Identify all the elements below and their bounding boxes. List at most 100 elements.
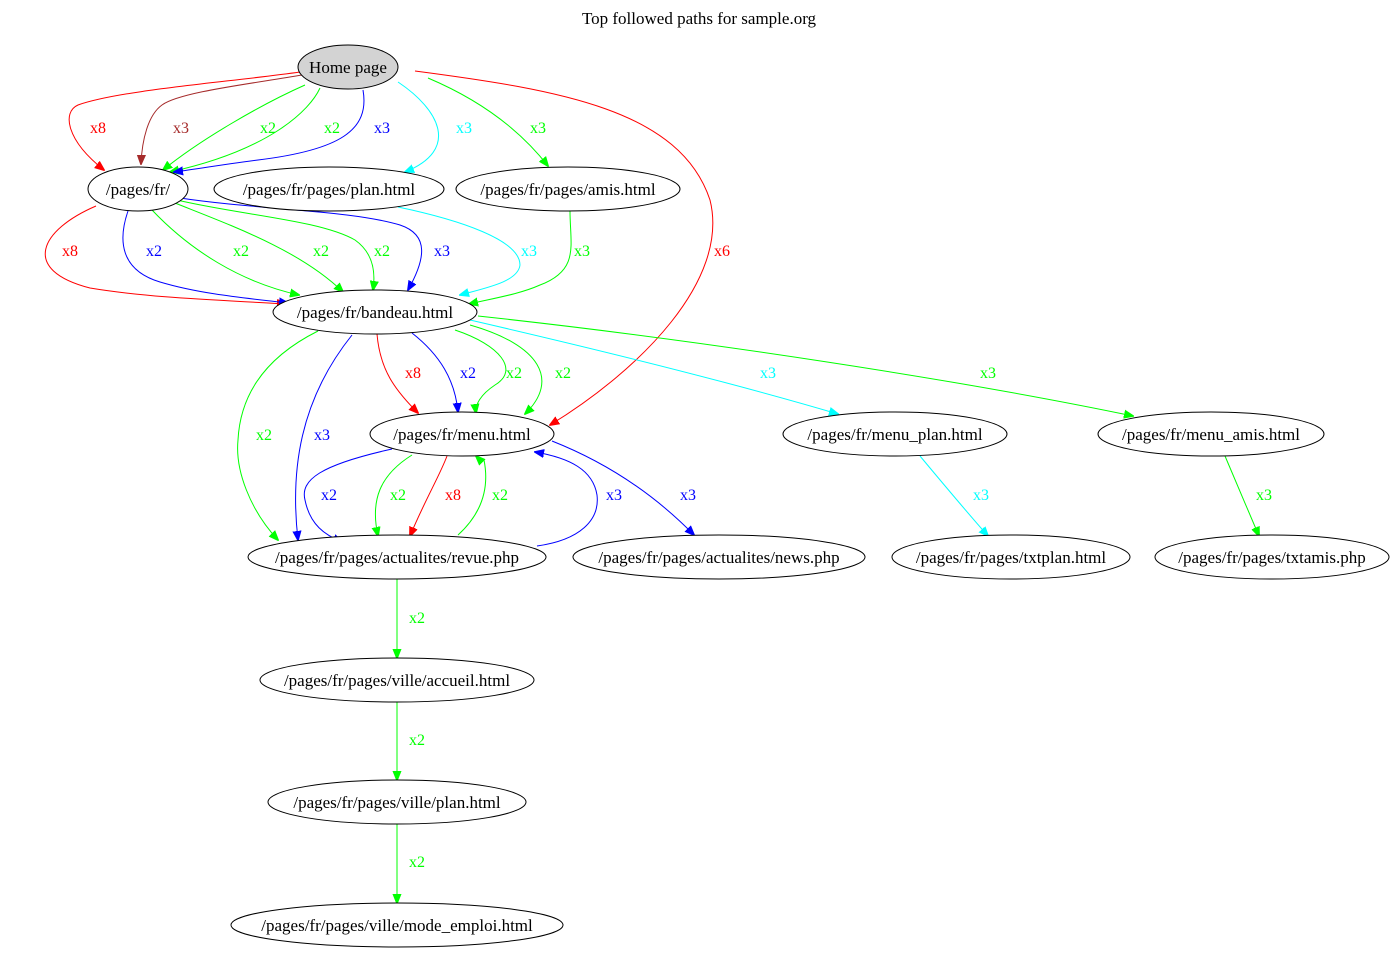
edge-home-to-plan: x3 xyxy=(397,81,472,172)
edge-count-label: x3 xyxy=(606,487,622,504)
edge-count-label: x6 xyxy=(714,243,730,260)
edge-bandeau-to-menu_amis: x3 xyxy=(477,315,1133,416)
edge-revue-to-accueil: x2 xyxy=(397,579,425,658)
edge-bandeau-to-revue: x2 xyxy=(237,330,319,540)
node-label: /pages/fr/menu_amis.html xyxy=(1122,425,1300,444)
edge-line xyxy=(174,89,365,172)
edge-plan-to-bandeau: x3 xyxy=(397,206,537,295)
edge-count-label: x2 xyxy=(313,243,329,260)
node-ellipse[interactable] xyxy=(87,166,189,212)
node-label: /pages/fr/ xyxy=(106,180,170,199)
node-txtamis[interactable]: /pages/fr/pages/txtamis.php xyxy=(1154,534,1390,580)
node-label: /pages/fr/pages/ville/mode_emploi.html xyxy=(261,916,533,935)
edge-fr-to-bandeau: x2 xyxy=(122,210,288,303)
node-label: /pages/fr/menu_plan.html xyxy=(807,425,982,444)
edge-line xyxy=(1224,455,1259,536)
edge-line xyxy=(397,81,439,172)
edge-count-label: x3 xyxy=(374,120,390,137)
node-home[interactable]: Home page xyxy=(297,44,399,90)
edge-fr-to-bandeau: x8 xyxy=(44,205,286,304)
edge-count-label: x3 xyxy=(314,427,330,444)
edge-count-label: x3 xyxy=(574,243,590,260)
node-menu[interactable]: /pages/fr/menu.html xyxy=(369,411,555,457)
edge-line xyxy=(411,332,458,412)
edge-count-label: x3 xyxy=(973,487,989,504)
edge-menu-to-revue: x8 xyxy=(410,455,461,536)
edge-home-to-amis: x3 xyxy=(427,77,548,166)
node-txtplan[interactable]: /pages/fr/pages/txtplan.html xyxy=(891,534,1131,580)
edge-line xyxy=(296,334,353,540)
edge-home-to-fr: x3 xyxy=(174,89,390,172)
edge-fr-to-bandeau: x2 xyxy=(174,202,343,292)
edge-bandeau-to-menu: x2 xyxy=(411,332,476,412)
node-ellipse[interactable] xyxy=(247,534,547,580)
node-ellipse[interactable] xyxy=(230,902,564,948)
edge-bandeau-to-menu: x2 xyxy=(469,324,571,414)
edge-count-label: x2 xyxy=(146,243,162,260)
node-label: /pages/fr/pages/ville/accueil.html xyxy=(284,671,510,690)
edge-line xyxy=(469,210,572,304)
edge-revue-to-menu: x2 xyxy=(457,456,508,536)
edge-line xyxy=(141,74,303,164)
edge-line xyxy=(469,319,838,414)
graph-title: Top followed paths for sample.org xyxy=(582,9,817,28)
node-label: /pages/fr/pages/actualites/news.php xyxy=(598,548,839,567)
node-ellipse[interactable] xyxy=(272,289,478,335)
node-ellipse[interactable] xyxy=(297,44,399,90)
edge-count-label: x3 xyxy=(456,120,472,137)
node-accueil[interactable]: /pages/fr/pages/ville/accueil.html xyxy=(259,657,535,703)
node-ellipse[interactable] xyxy=(213,166,445,212)
node-ellipse[interactable] xyxy=(259,657,535,703)
edge-home-to-fr: x2 xyxy=(163,84,306,170)
node-ellipse[interactable] xyxy=(267,779,527,825)
edge-count-label: x2 xyxy=(324,120,340,137)
edge-count-label: x2 xyxy=(492,487,508,504)
node-ellipse[interactable] xyxy=(1154,534,1390,580)
edge-fr-to-bandeau: x2 xyxy=(151,209,299,295)
node-label: /pages/fr/pages/plan.html xyxy=(243,180,416,199)
edge-line xyxy=(454,329,507,413)
edge-bandeau-to-menu_plan: x3 xyxy=(469,319,838,414)
edge-count-label: x2 xyxy=(506,365,522,382)
edge-count-label: x3 xyxy=(521,243,537,260)
node-ellipse[interactable] xyxy=(572,534,866,580)
node-menu-plan[interactable]: /pages/fr/menu_plan.html xyxy=(782,411,1008,457)
edge-line xyxy=(170,87,321,172)
edge-line xyxy=(44,205,286,304)
edge-count-label: x2 xyxy=(390,487,406,504)
node-ellipse[interactable] xyxy=(455,166,681,212)
edge-line xyxy=(457,456,487,536)
edge-bandeau-to-menu: x2 xyxy=(454,329,522,413)
edge-line xyxy=(68,71,301,170)
node-news[interactable]: /pages/fr/pages/actualites/news.php xyxy=(572,534,866,580)
node-label: /pages/fr/pages/actualites/revue.php xyxy=(275,548,519,567)
node-ellipse[interactable] xyxy=(891,534,1131,580)
node-mode[interactable]: /pages/fr/pages/ville/mode_emploi.html xyxy=(230,902,564,948)
edge-count-label: x3 xyxy=(980,365,996,382)
edge-line xyxy=(174,202,343,292)
node-ellipse[interactable] xyxy=(369,411,555,457)
edge-count-label: x3 xyxy=(173,120,189,137)
edge-villeplan-to-mode: x2 xyxy=(397,824,425,903)
edge-count-label: x2 xyxy=(555,365,571,382)
node-villeplan[interactable]: /pages/fr/pages/ville/plan.html xyxy=(267,779,527,825)
node-label: /pages/fr/pages/txtplan.html xyxy=(916,548,1107,567)
node-ellipse[interactable] xyxy=(1097,411,1325,457)
node-revue[interactable]: /pages/fr/pages/actualites/revue.php xyxy=(247,534,547,580)
node-plan[interactable]: /pages/fr/pages/plan.html xyxy=(213,166,445,212)
edge-line xyxy=(535,452,598,547)
edge-count-label: x3 xyxy=(680,487,696,504)
node-menu-amis[interactable]: /pages/fr/menu_amis.html xyxy=(1097,411,1325,457)
edge-menu-to-news: x3 xyxy=(551,440,696,535)
node-ellipse[interactable] xyxy=(782,411,1008,457)
edge-line xyxy=(919,455,988,536)
edge-line xyxy=(397,206,521,295)
node-bandeau[interactable]: /pages/fr/bandeau.html xyxy=(272,289,478,335)
node-amis[interactable]: /pages/fr/pages/amis.html xyxy=(455,166,681,212)
edge-menu-to-revue: x2 xyxy=(303,448,393,542)
edge-home-to-fr: x8 xyxy=(68,71,301,170)
nodes-layer: Home page/pages/fr/ /pages/fr/pages/plan.… xyxy=(87,44,1390,948)
edge-line xyxy=(179,197,423,290)
node-fr[interactable]: /pages/fr/ xyxy=(87,166,189,212)
